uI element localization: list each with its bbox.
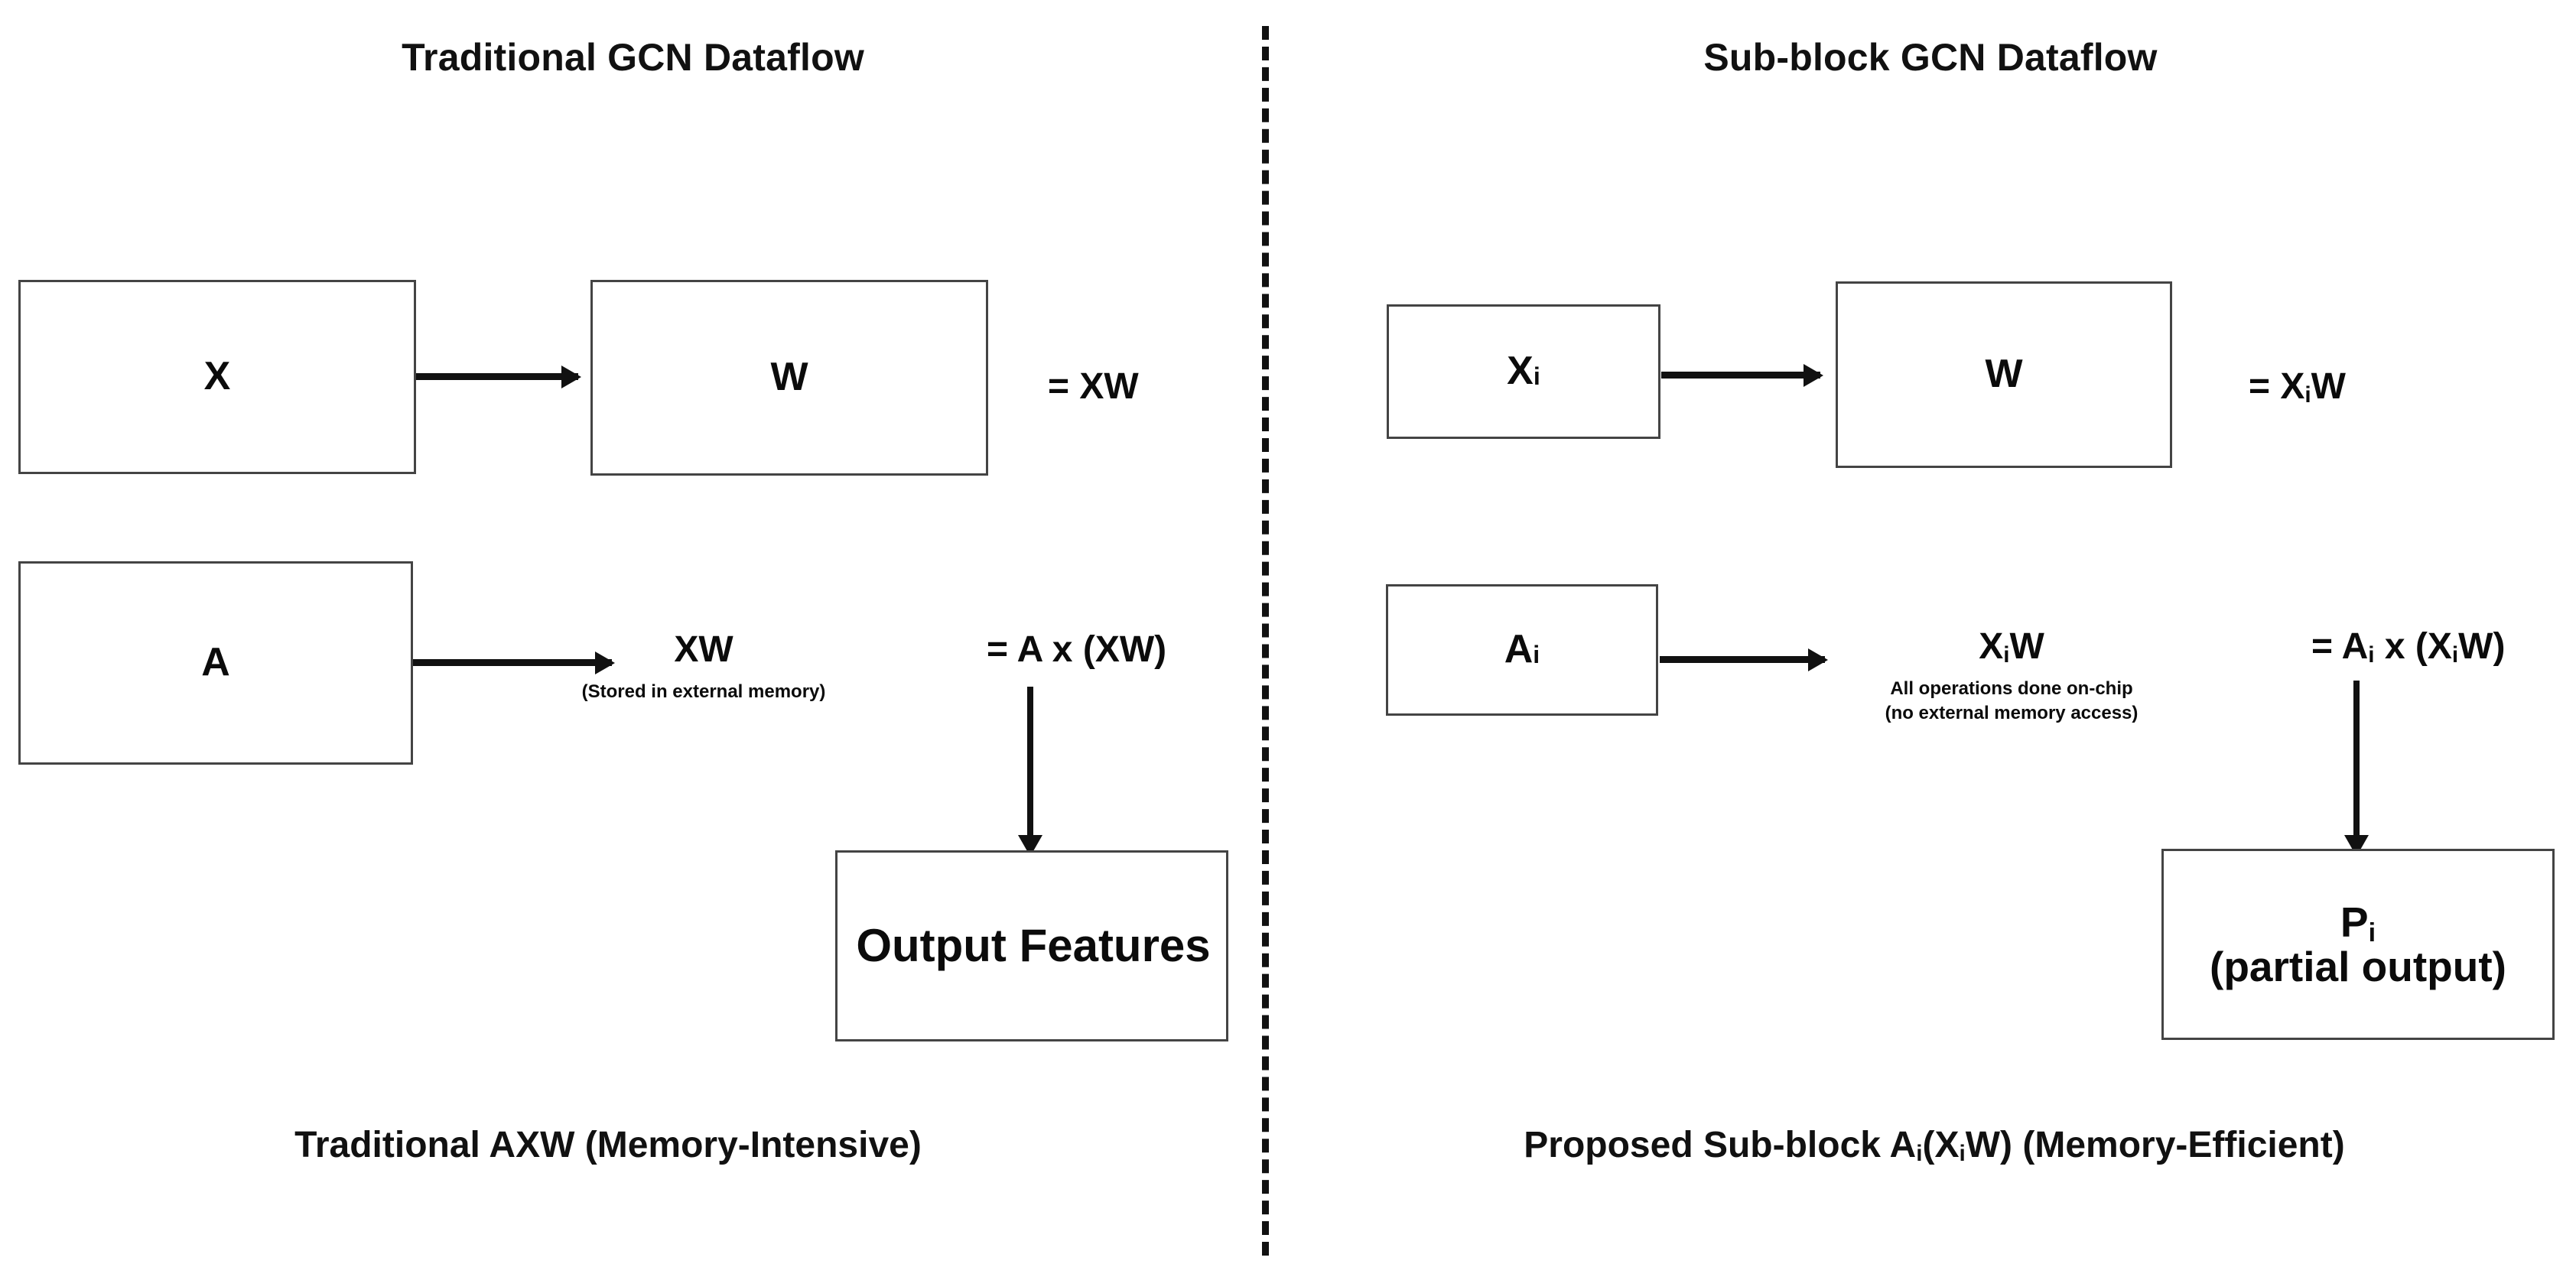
product-xw-group: XW (Stored in external memory) <box>490 629 918 704</box>
left-panel-title: Traditional GCN Dataflow <box>402 36 864 79</box>
product-note-on-chip-line1: All operations done on-chip <box>1890 678 2133 699</box>
matrix-box-w-right: W <box>1836 281 2172 468</box>
matrix-box-w: W <box>590 280 988 476</box>
matrix-box-a: A <box>18 561 413 765</box>
product-note-on-chip: All operations done on-chip (no external… <box>1759 677 2264 725</box>
product-label-xiw: XiW <box>1979 626 2044 668</box>
arrow-down-to-output-features <box>1027 687 1033 852</box>
result-label-a-times-xw: = A x (XW) <box>987 629 1167 670</box>
product-note-external-memory: (Stored in external memory) <box>581 681 826 702</box>
arrow-down-to-partial-output <box>2353 681 2360 852</box>
arrow-x-to-w <box>416 373 578 380</box>
arrow-xi-to-w <box>1661 372 1820 379</box>
output-features-box: Output Features <box>835 850 1228 1041</box>
arrow-a-to-xw <box>413 659 612 666</box>
output-features-label: Output Features <box>856 920 1211 972</box>
result-label-xiw: = XiW <box>2249 366 2346 408</box>
product-xiw-group: XiW All operations done on-chip (no exte… <box>1759 626 2264 725</box>
partial-output-symbol: Pi <box>2340 898 2376 947</box>
left-panel-caption: Traditional AXW (Memory-Intensive) <box>294 1125 922 1165</box>
result-label-xw: = XW <box>1048 366 1139 407</box>
right-panel-title: Sub-block GCN Dataflow <box>1703 36 2158 79</box>
partial-output-label: (partial output) <box>2210 943 2506 990</box>
product-label-xw: XW <box>674 629 733 670</box>
matrix-box-x: X <box>18 280 416 474</box>
partial-output-box: Pi (partial output) <box>2161 849 2555 1040</box>
right-panel-caption: Proposed Sub-block Ai(XiW) (Memory-Effic… <box>1524 1125 2345 1167</box>
product-note-on-chip-line2: (no external memory access) <box>1885 702 2139 723</box>
panel-divider <box>1262 26 1269 1256</box>
arrow-ai-to-xiw <box>1660 656 1825 663</box>
result-label-ai-times-xiw: = Ai x (XiW) <box>2311 626 2506 668</box>
